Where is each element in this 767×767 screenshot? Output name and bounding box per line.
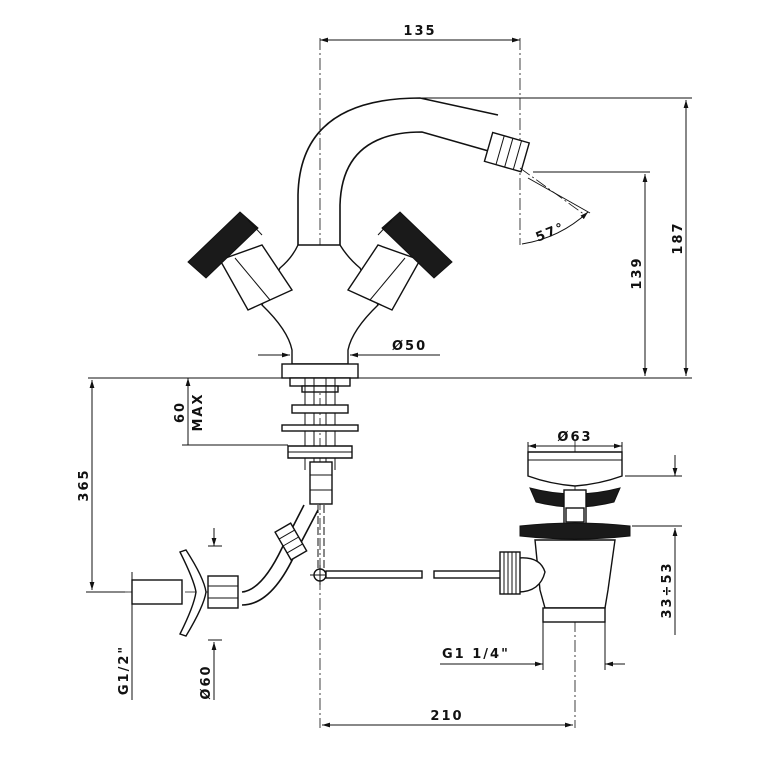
dimension-dia50: Ø50 <box>258 339 440 358</box>
svg-text:G1/2": G1/2" <box>117 645 132 695</box>
dimension-60-max: 60 MAX <box>173 378 288 446</box>
dimension-187: 187 <box>420 97 692 376</box>
dimension-g114: G1 1/4" <box>440 622 625 670</box>
mixer-body <box>261 244 379 379</box>
left-handle <box>187 211 294 311</box>
dimension-g12: G1/2" <box>117 572 133 700</box>
svg-text:60: 60 <box>173 401 188 423</box>
svg-text:Ø63: Ø63 <box>557 430 592 445</box>
waste-assembly <box>499 451 631 623</box>
dimension-dia60: Ø60 <box>199 528 222 700</box>
svg-text:187: 187 <box>671 221 686 254</box>
svg-text:Ø50: Ø50 <box>392 339 427 354</box>
svg-text:MAX: MAX <box>191 392 206 431</box>
svg-text:57°: 57° <box>534 220 568 245</box>
dimension-365: 365 <box>77 380 125 593</box>
svg-text:135: 135 <box>403 24 436 39</box>
supply-hose <box>131 504 319 637</box>
svg-text:G1 1/4": G1 1/4" <box>442 647 510 662</box>
svg-text:Ø60: Ø60 <box>199 664 214 699</box>
right-handle <box>346 211 453 311</box>
pop-up-rod <box>310 565 503 585</box>
fixing-assembly <box>281 377 359 575</box>
dimension-33-53: 33÷53 <box>625 455 682 635</box>
dimension-dia63: Ø63 <box>527 430 623 452</box>
dimension-210: 210 <box>322 709 573 728</box>
svg-text:210: 210 <box>430 709 463 724</box>
dimension-135: 135 <box>320 24 520 43</box>
dimension-139: 139 <box>533 171 650 376</box>
svg-text:139: 139 <box>630 256 645 289</box>
svg-text:365: 365 <box>77 468 92 501</box>
svg-text:33÷53: 33÷53 <box>660 561 675 618</box>
